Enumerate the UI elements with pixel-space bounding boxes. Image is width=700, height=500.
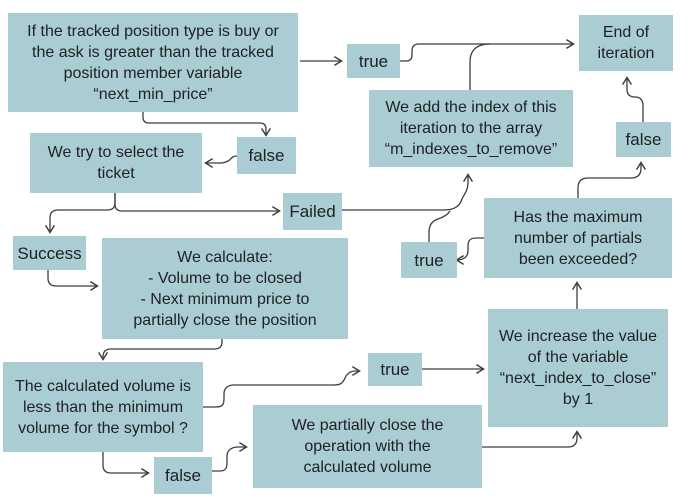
edge-true-to-add-index xyxy=(428,210,451,242)
node-end-of-iteration: End of iteration xyxy=(579,15,673,71)
edge-volume-check-to-true xyxy=(203,365,361,408)
node-false-select: false xyxy=(237,137,296,174)
node-volume-check: The calculated volume is less than the m… xyxy=(3,362,203,452)
edge-select-ticket-to-failed xyxy=(114,193,281,217)
edge-volume-check-to-false xyxy=(102,452,150,479)
edge-select-ticket-to-success xyxy=(44,193,116,234)
edge-success-to-calculate xyxy=(47,270,99,292)
edge-true-to-end xyxy=(400,38,575,62)
node-max-partials: Has the maximum number of partials been … xyxy=(484,198,672,278)
node-partial-close: We partially close the operation with th… xyxy=(253,405,482,488)
edge-false-to-partial-close xyxy=(212,441,248,472)
node-calculate: We calculate: - Volume to be closed - Ne… xyxy=(102,238,348,339)
node-failed: Failed xyxy=(283,193,342,230)
node-true-top: true xyxy=(347,44,400,78)
node-add-index: We add the index of this iteration to th… xyxy=(369,90,573,167)
edge-max-partials-to-false xyxy=(577,161,647,198)
edge-calculate-to-volume-check xyxy=(97,339,223,361)
edge-false-to-select-ticket xyxy=(204,155,238,169)
node-select-ticket: We try to select the ticket xyxy=(30,133,202,193)
edge-max-partials-to-true xyxy=(455,237,484,266)
node-true-volume: true xyxy=(368,353,422,386)
edge-check-to-false xyxy=(142,112,272,137)
edge-failed-to-add-index xyxy=(342,173,474,211)
node-increase-index: We increase the value of the variable “n… xyxy=(488,309,668,427)
edge-partial-close-to-increase-index xyxy=(482,430,583,448)
node-true-max: true xyxy=(401,242,457,278)
node-success: Success xyxy=(13,236,86,270)
node-false-top-right: false xyxy=(616,122,671,157)
node-false-volume: false xyxy=(154,457,212,494)
node-check-condition: If the tracked position type is buy or t… xyxy=(8,13,298,112)
edge-false-to-end xyxy=(621,76,644,122)
edge-add-index-to-end xyxy=(469,43,491,90)
